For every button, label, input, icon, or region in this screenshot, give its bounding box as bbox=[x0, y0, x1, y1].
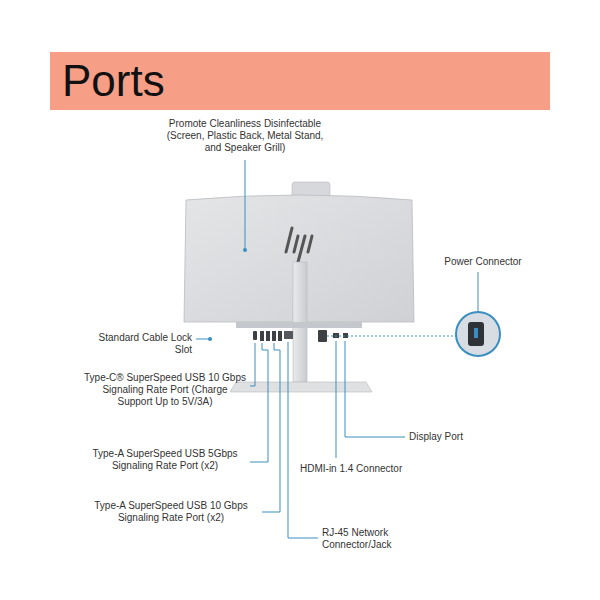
title: Ports bbox=[62, 56, 165, 106]
callout-label: Display Port bbox=[409, 431, 519, 443]
zoom-circle bbox=[456, 312, 500, 356]
power-connector-detail bbox=[468, 322, 484, 346]
callout-label: Power Connector bbox=[428, 256, 538, 268]
callout-label: RJ-45 Network Connector/Jack bbox=[322, 527, 432, 551]
title-band: Ports bbox=[50, 52, 550, 110]
callout-label: Type-A SuperSpeed USB 5Gbps Signaling Ra… bbox=[84, 448, 246, 472]
hp-logo bbox=[286, 228, 312, 262]
ports bbox=[253, 330, 348, 342]
callout-label: Type-C® SuperSpeed USB 10 Gbps Signaling… bbox=[84, 372, 246, 408]
callout-label: Type-A SuperSpeed USB 10 Gbps Signaling … bbox=[84, 500, 258, 524]
callout-label: Standard Cable Lock Slot bbox=[92, 332, 192, 356]
callout-label: HDMI-in 1.4 Connector bbox=[300, 463, 440, 475]
leader-lines bbox=[196, 160, 478, 538]
stand-base bbox=[230, 382, 372, 392]
zoom-leader bbox=[327, 336, 456, 337]
port-panel bbox=[236, 322, 362, 328]
leader-dots bbox=[208, 248, 247, 341]
callout-label: Promote Cleanliness Disinfectable (Scree… bbox=[165, 118, 325, 154]
power-pin bbox=[474, 328, 478, 338]
